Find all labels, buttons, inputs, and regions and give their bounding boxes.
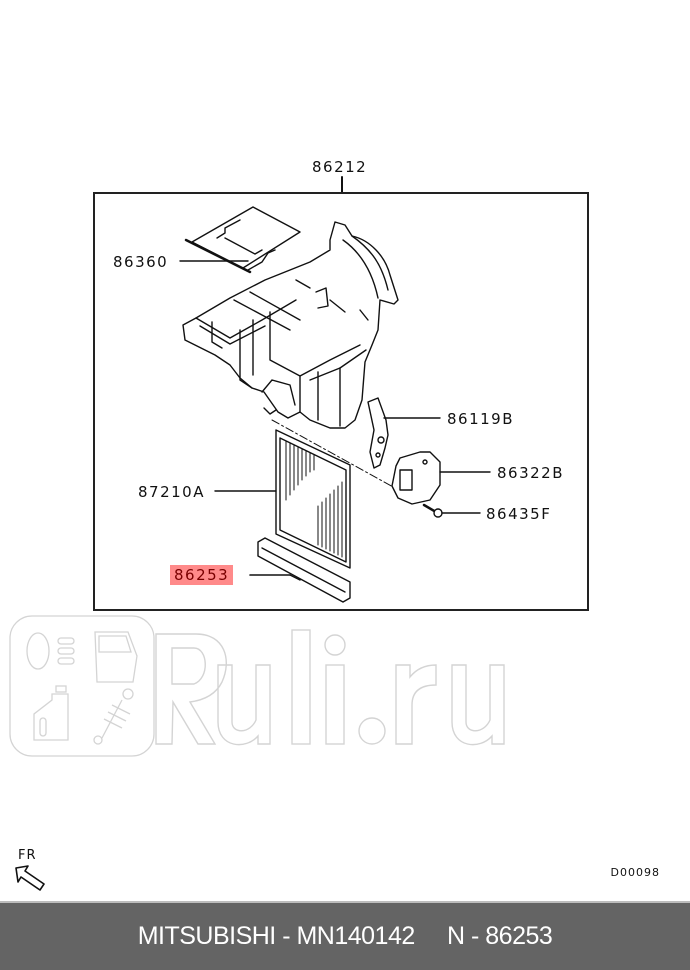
screw-drawing (422, 503, 481, 518)
lever-drawing (367, 397, 441, 469)
assembly-frame (93, 192, 589, 611)
diagram-drawing (179, 176, 491, 603)
part-label-86253-highlighted[interactable]: 86253 (170, 565, 234, 585)
part-label-86360[interactable]: 86360 (113, 253, 169, 271)
part-label-86119b[interactable]: 86119B (447, 410, 515, 428)
actuator-drawing (391, 451, 491, 505)
part-label-86322b[interactable]: 86322B (497, 464, 565, 482)
part-number-text: MITSUBISHI - MN140142 N - 86253 (137, 922, 553, 950)
part-label-86435f[interactable]: 86435F (486, 505, 552, 523)
blower-housing-drawing (182, 221, 399, 429)
filter-cover-drawing (249, 537, 351, 603)
fr-label: FR (18, 848, 37, 863)
front-direction-indicator: FR (14, 848, 54, 892)
part-info-footer: MITSUBISHI - MN140142 N - 86253 (0, 901, 690, 970)
part-label-87210a[interactable]: 87210A (138, 483, 205, 501)
part-label-86212[interactable]: 86212 (312, 158, 368, 176)
diagram-code: D00098 (610, 866, 660, 879)
parts-diagram: 86212 (14, 158, 660, 892)
cover-panel-drawing (184, 206, 301, 274)
cabin-filter-drawing (214, 429, 351, 569)
arrow-up-left-icon (15, 865, 45, 891)
